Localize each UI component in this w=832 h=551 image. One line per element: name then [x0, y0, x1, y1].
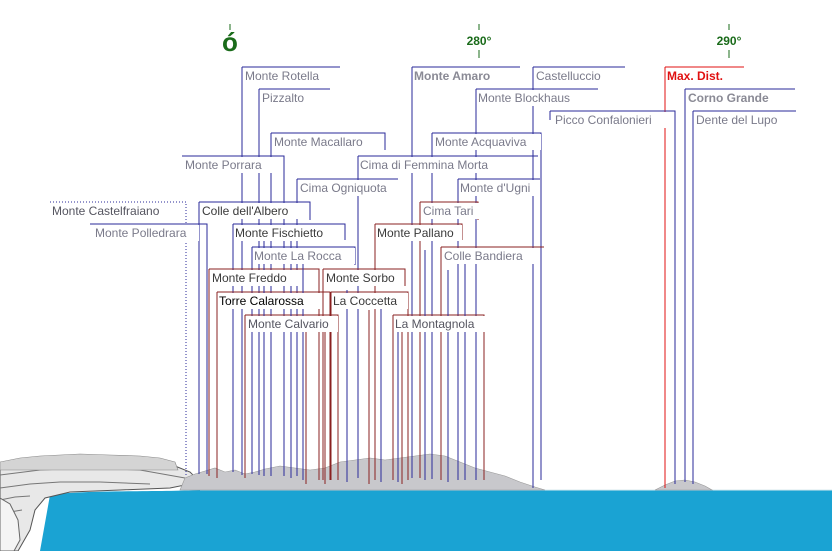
peak-label-monte-freddo: Monte Freddo [212, 271, 287, 285]
peak-label-monte-amaro: Monte Amaro [414, 69, 490, 83]
compass-mark-290: 290° [717, 34, 742, 48]
distant-mountains [179, 453, 546, 491]
peak-label-la-coccetta: La Coccetta [333, 294, 397, 308]
peak-label-monte-acquaviva: Monte Acquaviva [435, 135, 527, 149]
coast-cliff-face [0, 497, 21, 551]
peak-label-pizzalto: Pizzalto [262, 91, 304, 105]
peak-label-monte-castelfraiano: Monte Castelfraiano [52, 204, 160, 218]
peak-label-monte-porrara: Monte Porrara [185, 158, 262, 172]
peak-label-picco-confalonieri: Picco Confalonieri [555, 113, 652, 127]
peak-label-monte-la-rocca: Monte La Rocca [254, 249, 342, 263]
peak-label-monte-dugni: Monte d'Ugni [460, 181, 530, 195]
peak-label-monte-fischietto: Monte Fischietto [235, 226, 323, 240]
peak-label-corno-grande: Corno Grande [688, 91, 769, 105]
peak-label-monte-rotella: Monte Rotella [245, 69, 319, 83]
gran-sasso-silhouette [654, 479, 714, 491]
peak-label-cima-tari: Cima Tari [423, 204, 473, 218]
peak-label-torre-calarossa: Torre Calarossa [219, 294, 304, 308]
peak-label-cima-ogniquota: Cima Ogniquota [300, 181, 387, 195]
peak-label-cima-di-femmina-morta: Cima di Femmina Morta [360, 158, 488, 172]
peak-leader-lines [50, 66, 796, 488]
compass-mark-north: ó [222, 27, 238, 57]
peak-label-monte-macallaro: Monte Macallaro [274, 135, 363, 149]
distant-mountains-left [0, 453, 179, 471]
compass-header: ó 280° 290° [222, 24, 742, 58]
compass-mark-280: 280° [467, 34, 492, 48]
peak-label-castelluccio: Castelluccio [536, 69, 601, 83]
peak-labels: Monte Rotella Pizzalto Monte Amaro Caste… [50, 68, 792, 332]
peak-label-la-montagnola: La Montagnola [395, 317, 475, 331]
peak-label-monte-sorbo: Monte Sorbo [326, 271, 395, 285]
peak-label-monte-pallano: Monte Pallano [377, 226, 454, 240]
peak-label-monte-blockhaus: Monte Blockhaus [478, 91, 570, 105]
sea-area [40, 490, 832, 551]
peak-label-monte-polledrara: Monte Polledrara [95, 226, 187, 240]
peak-label-colle-dell-albero: Colle dell'Albero [202, 204, 289, 218]
peak-label-dente-del-lupo: Dente del Lupo [696, 113, 778, 127]
peak-label-monte-calvario: Monte Calvario [248, 317, 329, 331]
peak-label-colle-bandiera: Colle Bandiera [444, 249, 523, 263]
max-distance-label: Max. Dist. [667, 69, 723, 83]
